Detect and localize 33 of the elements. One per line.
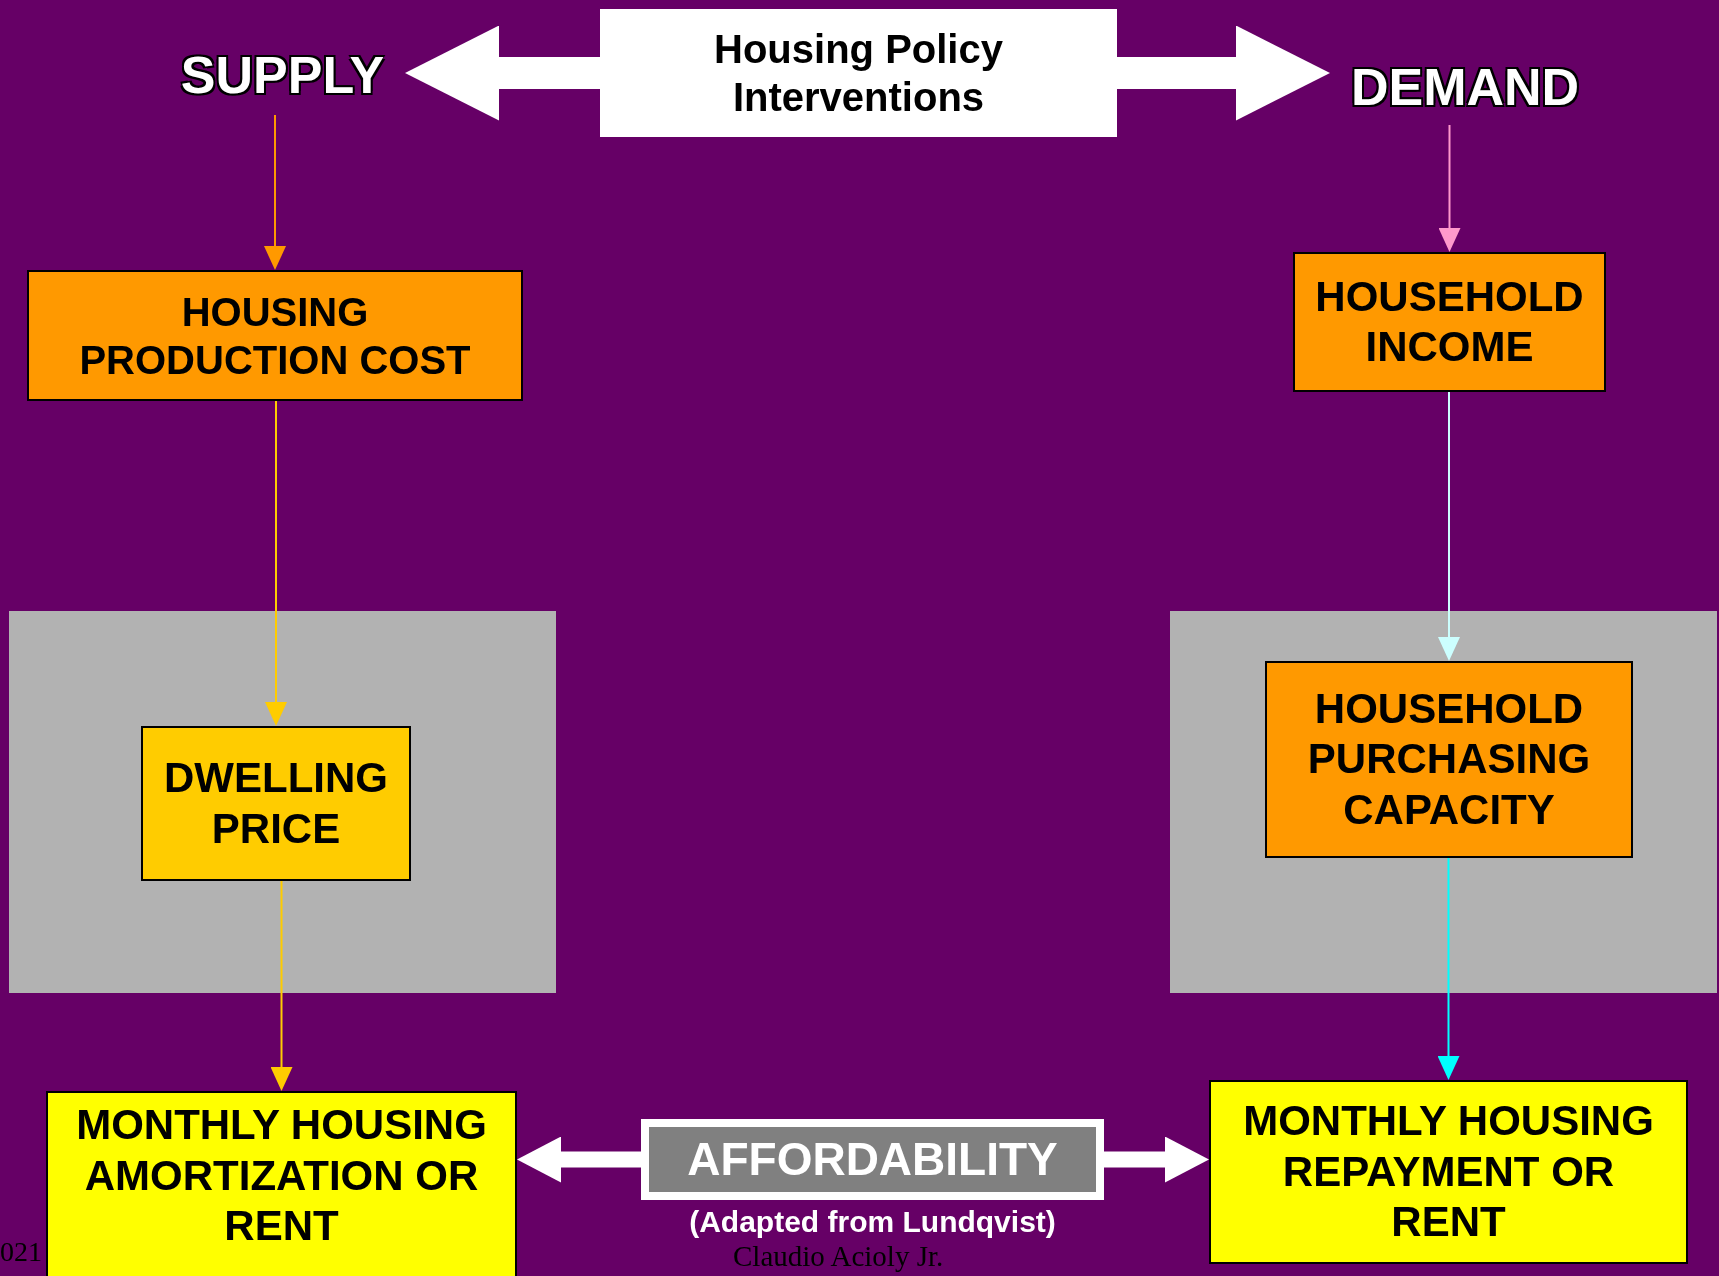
result-box xyxy=(46,1091,517,1276)
process-box xyxy=(141,726,411,881)
box-label: HOUSEHOLD INCOME xyxy=(1314,271,1585,372)
heading-text: SUPPLY xyxy=(160,35,405,115)
affordability-box xyxy=(641,1119,1104,1200)
block-arrow xyxy=(517,1136,641,1183)
arrow xyxy=(1438,124,1461,252)
title-box xyxy=(600,9,1117,137)
block-arrow xyxy=(1104,1136,1209,1183)
box-label: HOUSEHOLD PURCHASING CAPACITY xyxy=(1306,683,1592,835)
heading-text: DEMAND xyxy=(1330,50,1600,125)
box-label: HOUSING PRODUCTION COST xyxy=(78,288,472,384)
author-name: Claudio Acioly Jr. xyxy=(733,1242,944,1271)
page-number: 021 xyxy=(0,1238,42,1266)
box-label: DWELLING PRICE xyxy=(163,753,389,854)
block-arrow xyxy=(1117,25,1330,121)
process-box xyxy=(1265,661,1633,858)
result-box xyxy=(1209,1080,1688,1264)
arrow xyxy=(1438,391,1460,661)
box-label: MONTHLY HOUSING AMORTIZATION OR RENT xyxy=(75,1100,488,1252)
block-arrow xyxy=(405,25,600,121)
arrow xyxy=(1437,857,1460,1080)
process-box xyxy=(1293,252,1606,392)
box-label: MONTHLY HOUSING REPAYMENT OR RENT xyxy=(1242,1096,1655,1248)
process-box xyxy=(27,270,523,401)
arrow xyxy=(270,880,293,1091)
arrow xyxy=(265,400,287,726)
arrow xyxy=(264,114,286,270)
box-label: AFFORDABILITY xyxy=(687,1131,1058,1187)
panel-background xyxy=(9,611,556,993)
panel-background xyxy=(1170,611,1717,993)
box-label: Housing Policy Interventions xyxy=(713,26,1004,121)
source-note: (Adapted from Lundqvist) xyxy=(688,1207,1057,1237)
